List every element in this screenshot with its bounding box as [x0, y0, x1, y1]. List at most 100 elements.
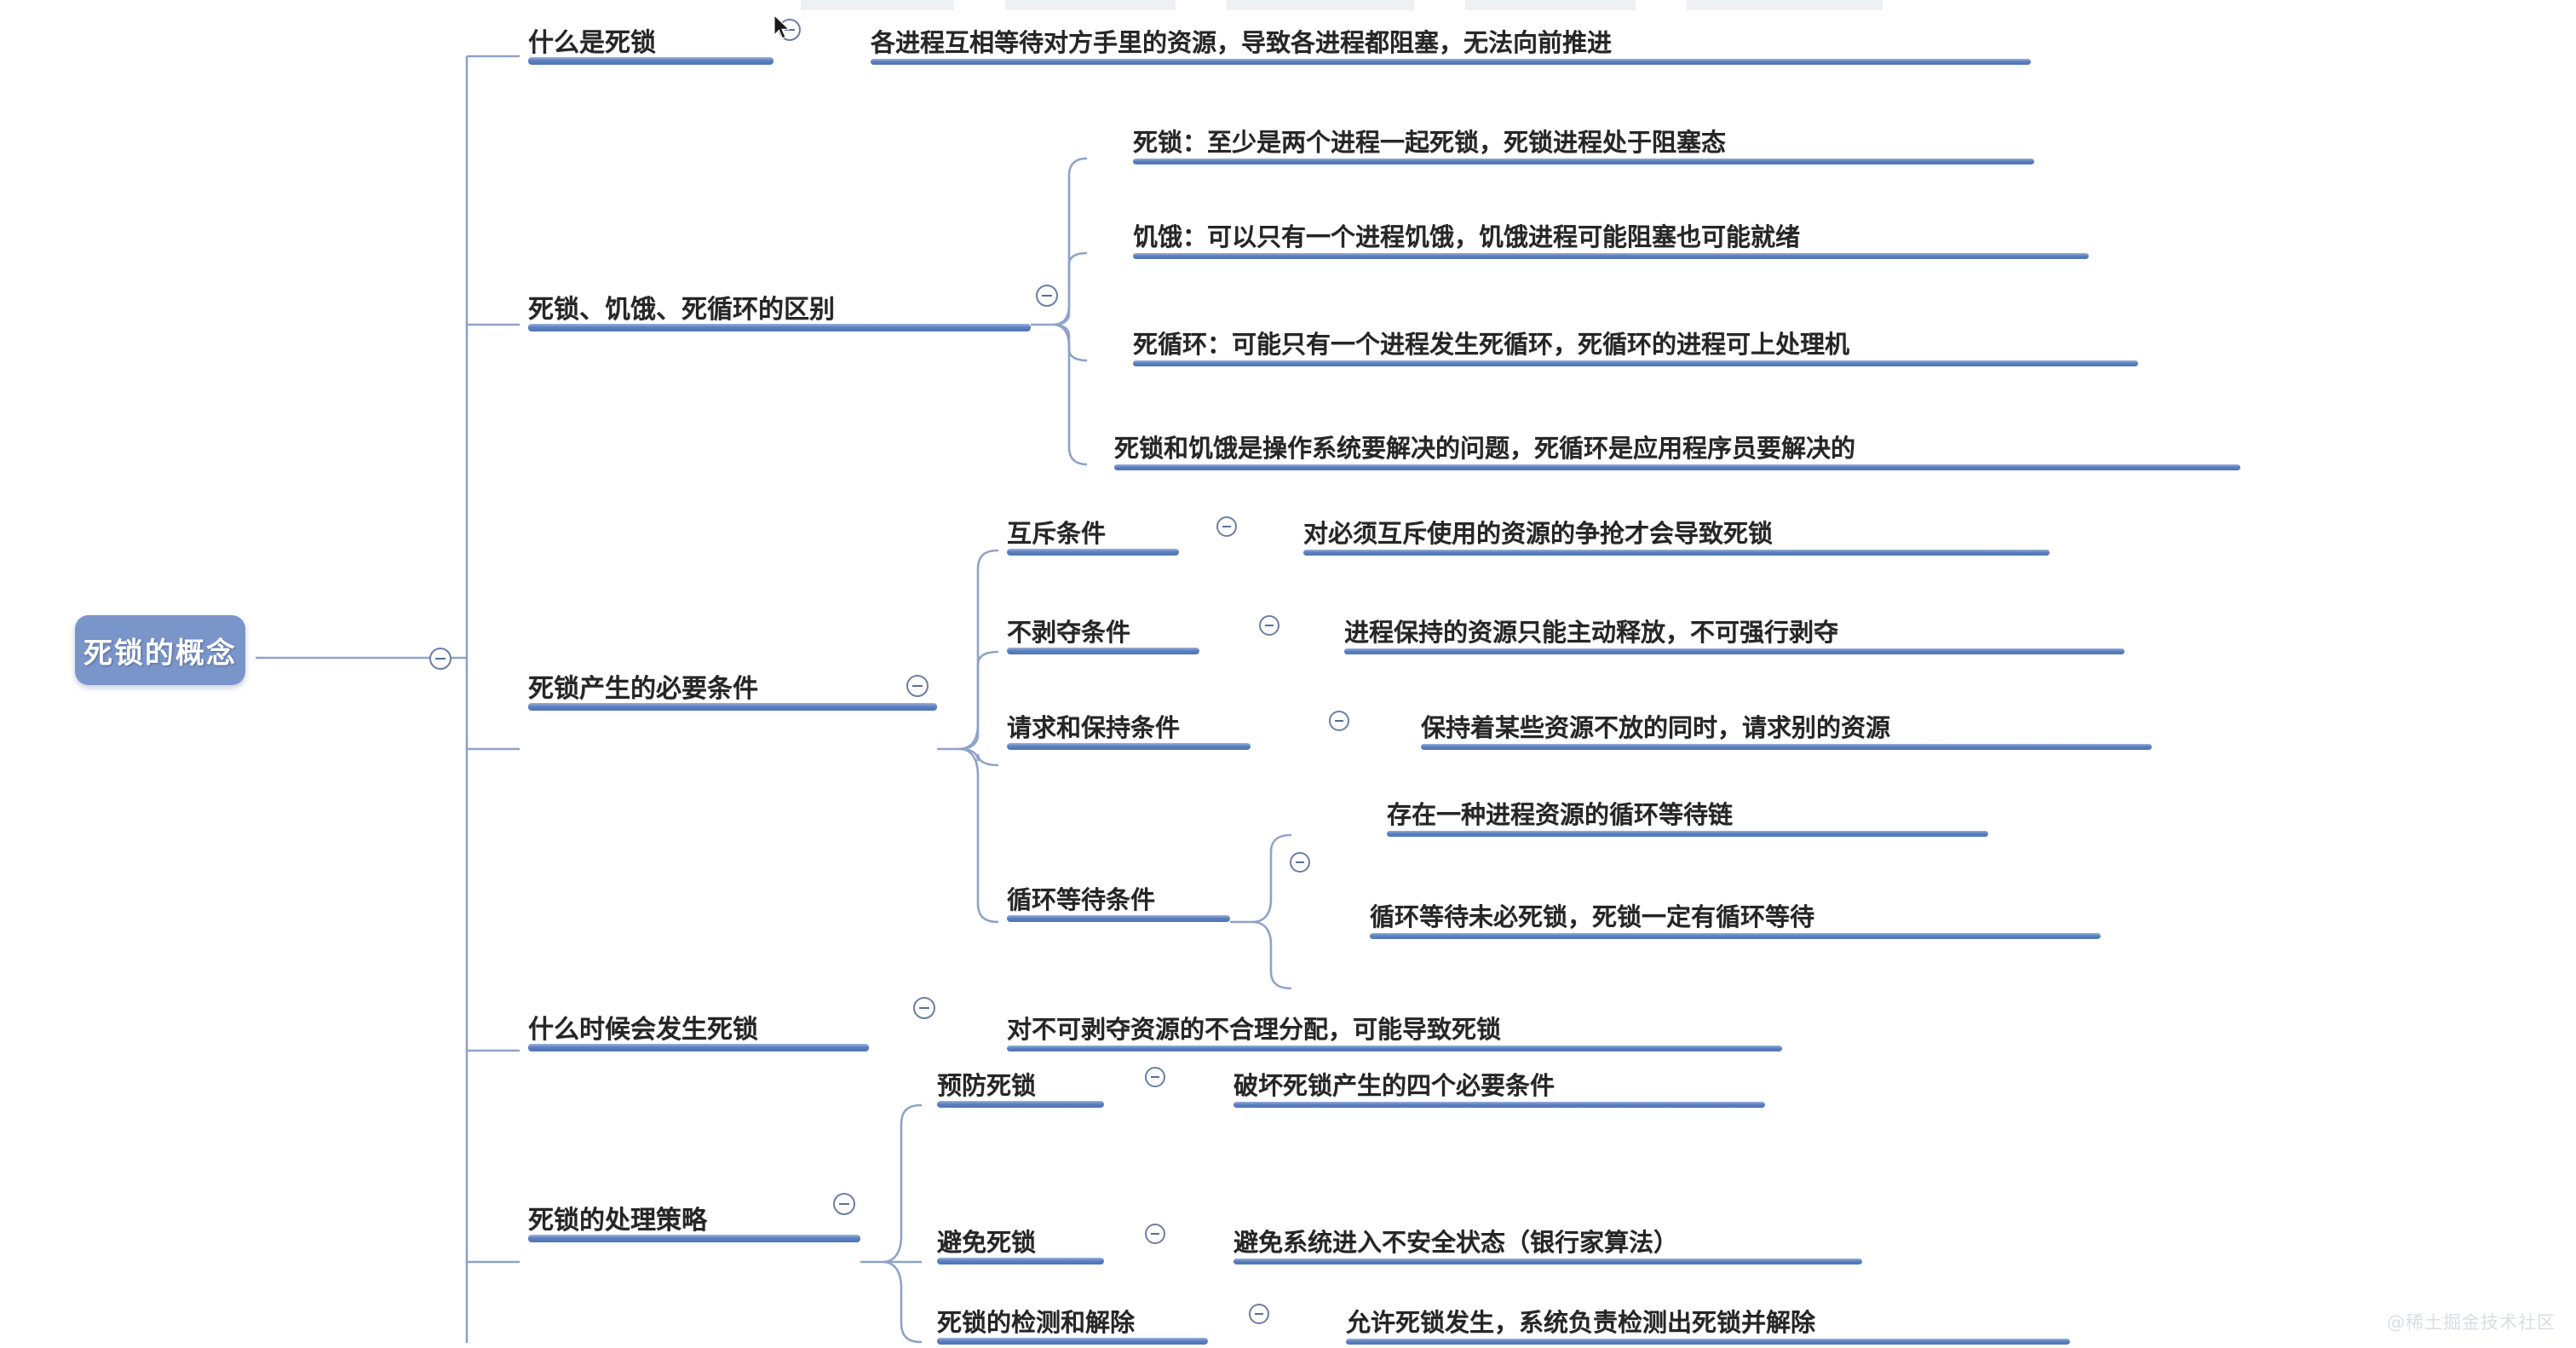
toggle-prevent-deadlock[interactable]: [1145, 1067, 1165, 1087]
branch-label: 什么时候会发生死锁: [528, 1015, 758, 1045]
node-underline: [937, 1101, 1104, 1108]
topic-no-preemption[interactable]: 不剥夺条件: [1007, 602, 1199, 654]
leaf-hold-and-wait-desc[interactable]: 保持着某些资源不放的同时，请求别的资源: [1421, 697, 2152, 750]
top-ui-strip-b: [1005, 0, 1176, 10]
leaf-label: 避免系统进入不安全状态（银行家算法）: [1233, 1228, 1679, 1257]
topic-circular-wait[interactable]: 循环等待条件: [1007, 867, 1230, 922]
topic-label: 死锁的检测和解除: [937, 1308, 1136, 1337]
topic-prevent-deadlock[interactable]: 预防死锁: [937, 1057, 1104, 1108]
leaf-label: 对不可剥夺资源的不合理分配，可能导致死锁: [1007, 1015, 1502, 1044]
toggle-when-deadlock[interactable]: [913, 997, 935, 1019]
root-collapse-toggle[interactable]: [429, 648, 451, 670]
node-underline: [871, 59, 2031, 65]
node-underline: [937, 1258, 1104, 1264]
leaf-starvation-definition[interactable]: 饥饿：可以只有一个进程饥饿，饥饿进程可能阻塞也可能就绪: [1133, 205, 2089, 259]
root-node-label: 死锁的概念: [83, 636, 237, 671]
branch-label: 死锁、饥饿、死循环的区别: [528, 295, 835, 325]
node-underline: [1233, 1102, 1765, 1108]
topic-label: 互斥条件: [1007, 519, 1107, 548]
leaf-circular-wait-note[interactable]: 循环等待未必死锁，死锁一定有循环等待: [1370, 888, 2101, 939]
node-underline: [528, 1044, 869, 1051]
leaf-prevent-deadlock-desc[interactable]: 破坏死锁产生的四个必要条件: [1233, 1057, 1765, 1108]
branch-necessary-conditions[interactable]: 死锁产生的必要条件: [528, 654, 937, 711]
watermark: @稀土掘金技术社区: [2387, 1312, 2556, 1333]
node-underline: [1007, 743, 1251, 750]
node-underline: [1387, 831, 1988, 837]
branch-label: 死锁产生的必要条件: [528, 674, 758, 704]
leaf-label: 死锁和饥饿是操作系统要解决的问题，死循环是应用程序员要解决的: [1114, 434, 1856, 463]
node-underline: [1133, 253, 2089, 259]
leaf-detect-and-recover-desc[interactable]: 允许死锁发生，系统负责检测出死锁并解除: [1346, 1293, 2070, 1345]
toggle-no-preemption[interactable]: [1259, 615, 1279, 636]
toggle-handling-strategies[interactable]: [833, 1193, 855, 1215]
node-underline: [1303, 550, 2050, 556]
topic-label: 循环等待条件: [1007, 885, 1156, 914]
toggle-detect-and-recover[interactable]: [1249, 1304, 1269, 1324]
leaf-label: 破坏死锁产生的四个必要条件: [1233, 1071, 1555, 1100]
leaf-what-is-deadlock-desc[interactable]: 各进程互相等待对方手里的资源，导致各进程都阻塞，无法向前推进: [871, 9, 2031, 65]
leaf-avoid-deadlock-desc[interactable]: 避免系统进入不安全状态（银行家算法）: [1233, 1213, 1862, 1264]
topic-label: 预防死锁: [937, 1071, 1037, 1100]
toggle-what-is-deadlock[interactable]: [779, 19, 801, 41]
root-node[interactable]: 死锁的概念: [75, 615, 245, 685]
top-ui-strip-e: [1687, 0, 1883, 10]
toggle-mutual-exclusion[interactable]: [1216, 516, 1237, 537]
leaf-no-preemption-desc[interactable]: 进程保持的资源只能主动释放，不可强行剥夺: [1344, 602, 2125, 654]
node-underline: [528, 324, 1031, 331]
leaf-label: 循环等待未必死锁，死锁一定有循环等待: [1370, 902, 1815, 931]
leaf-label: 对必须互斥使用的资源的争抢才会导致死锁: [1303, 519, 1774, 548]
branch-differences[interactable]: 死锁、饥饿、死循环的区别: [528, 278, 1031, 331]
leaf-label: 进程保持的资源只能主动释放，不可强行剥夺: [1344, 618, 1839, 647]
node-underline: [1007, 549, 1179, 556]
topic-label: 不剥夺条件: [1007, 618, 1131, 647]
leaf-infinite-loop-definition[interactable]: 死循环：可能只有一个进程发生死循环，死循环的进程可上处理机: [1133, 313, 2138, 366]
node-underline: [1114, 464, 2240, 470]
toggle-avoid-deadlock[interactable]: [1145, 1224, 1165, 1244]
branch-when-deadlock[interactable]: 什么时候会发生死锁: [528, 995, 869, 1051]
branch-handling-strategies[interactable]: 死锁的处理策略: [528, 1186, 860, 1242]
top-ui-strip-d: [1465, 0, 1636, 10]
toggle-differences[interactable]: [1036, 285, 1058, 307]
topic-label: 避免死锁: [937, 1228, 1037, 1257]
toggle-necessary-conditions[interactable]: [906, 675, 929, 697]
branch-label: 死锁的处理策略: [528, 1206, 707, 1236]
node-underline: [1421, 744, 2152, 750]
node-underline: [528, 1235, 860, 1242]
node-underline: [1007, 648, 1199, 654]
topic-detect-and-recover[interactable]: 死锁的检测和解除: [937, 1293, 1208, 1345]
toggle-hold-and-wait[interactable]: [1329, 711, 1349, 731]
node-underline: [1370, 933, 2101, 939]
node-underline: [1007, 915, 1230, 922]
toggle-circular-wait[interactable]: [1290, 852, 1310, 873]
node-underline: [528, 57, 773, 65]
node-underline: [1133, 360, 2138, 366]
leaf-label: 保持着某些资源不放的同时，请求别的资源: [1421, 713, 1891, 742]
node-underline: [1133, 158, 2034, 164]
leaf-circular-wait-chain[interactable]: 存在一种进程资源的循环等待链: [1387, 786, 1988, 837]
leaf-label: 死循环：可能只有一个进程发生死循环，死循环的进程可上处理机: [1133, 330, 1850, 359]
topic-hold-and-wait[interactable]: 请求和保持条件: [1007, 697, 1251, 750]
top-ui-strip-c: [1227, 0, 1414, 10]
node-underline: [1233, 1259, 1862, 1264]
leaf-deadlock-definition[interactable]: 死锁：至少是两个进程一起死锁，死锁进程处于阻塞态: [1133, 111, 2034, 164]
node-underline: [528, 703, 937, 711]
topic-avoid-deadlock[interactable]: 避免死锁: [937, 1213, 1104, 1264]
leaf-label: 允许死锁发生，系统负责检测出死锁并解除: [1346, 1308, 1816, 1337]
leaf-label: 存在一种进程资源的循环等待链: [1387, 800, 1734, 829]
topic-mutual-exclusion[interactable]: 互斥条件: [1007, 503, 1179, 556]
leaf-responsibility-note[interactable]: 死锁和饥饿是操作系统要解决的问题，死循环是应用程序员要解决的: [1114, 417, 2240, 470]
topic-label: 请求和保持条件: [1007, 713, 1181, 742]
node-underline: [1007, 1046, 1782, 1051]
node-underline: [937, 1338, 1208, 1345]
node-underline: [1344, 648, 2125, 654]
top-ui-strip-a: [801, 0, 954, 10]
leaf-when-deadlock-desc[interactable]: 对不可剥夺资源的不合理分配，可能导致死锁: [1007, 995, 1782, 1051]
branch-what-is-deadlock[interactable]: 什么是死锁: [528, 9, 773, 65]
leaf-label: 死锁：至少是两个进程一起死锁，死锁进程处于阻塞态: [1133, 128, 1727, 157]
leaf-mutual-exclusion-desc[interactable]: 对必须互斥使用的资源的争抢才会导致死锁: [1303, 503, 2050, 556]
leaf-label: 各进程互相等待对方手里的资源，导致各进程都阻塞，无法向前推进: [871, 28, 1613, 57]
node-underline: [1346, 1339, 2070, 1345]
leaf-label: 饥饿：可以只有一个进程饥饿，饥饿进程可能阻塞也可能就绪: [1133, 222, 1801, 251]
